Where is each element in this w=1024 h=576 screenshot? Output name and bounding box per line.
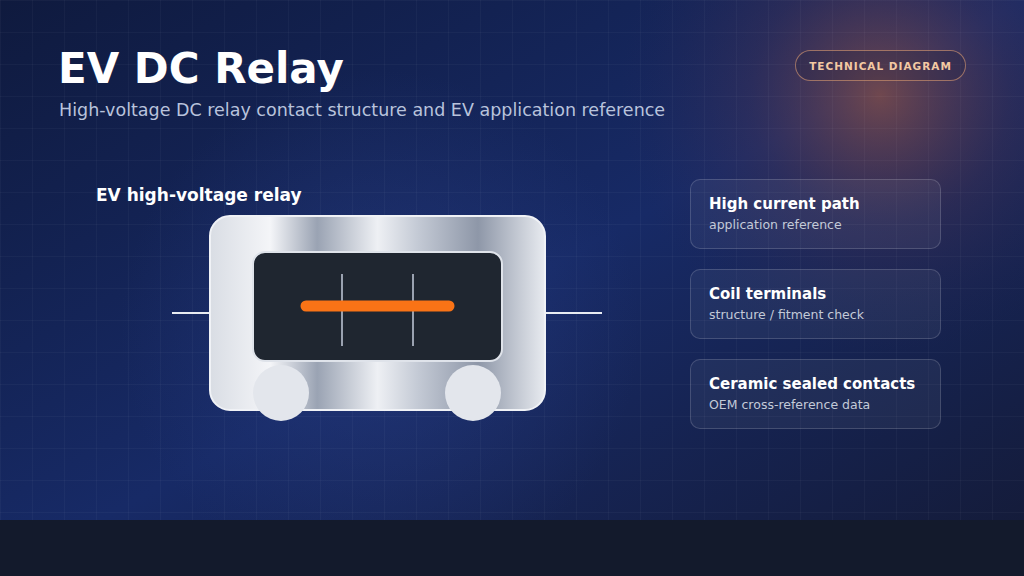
card-heading: Coil terminals — [709, 283, 922, 305]
info-card: Ceramic sealed contactsOEM cross-referen… — [690, 359, 941, 429]
card-heading: Ceramic sealed contacts — [709, 373, 922, 395]
card-subtext: application reference — [709, 215, 922, 235]
card-subtext: OEM cross-reference data — [709, 395, 922, 415]
page-subtitle: High-voltage DC relay contact structure … — [59, 98, 665, 122]
terminal-stud — [445, 365, 501, 421]
info-card: Coil terminalsstructure / fitment check — [690, 269, 941, 339]
badge-text: TECHNICAL DIAGRAM — [809, 60, 952, 72]
terminal-stud — [253, 365, 309, 421]
contact-chamber — [253, 252, 502, 361]
card-subtext: structure / fitment check — [709, 305, 922, 325]
badge-pill: TECHNICAL DIAGRAM — [795, 50, 966, 81]
illustration-label: EV high-voltage relay — [96, 184, 302, 206]
info-card: High current pathapplication reference — [690, 179, 941, 249]
page-title: EV DC Relay — [58, 44, 344, 94]
card-heading: High current path — [709, 193, 922, 215]
current-bar — [306, 301, 449, 312]
